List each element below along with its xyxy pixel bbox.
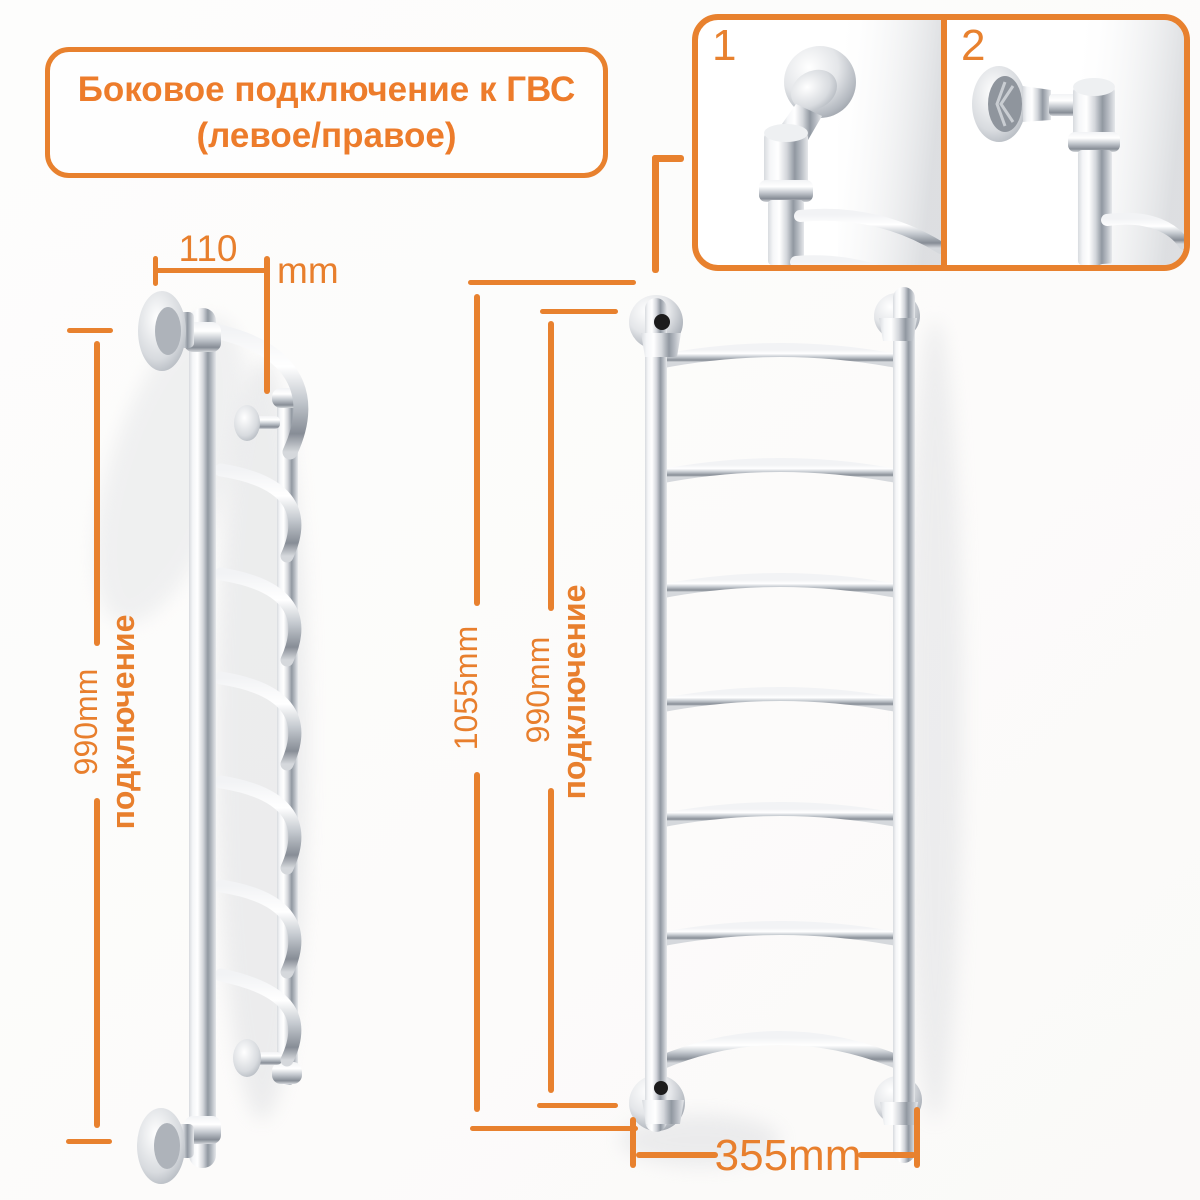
front-right-post xyxy=(893,287,915,1163)
front-rungs xyxy=(651,343,909,1070)
front-total-dim-tick-top xyxy=(468,280,636,285)
photo-2-label: 2 xyxy=(961,21,986,70)
front-width-dim-value: 355mm xyxy=(714,1131,862,1180)
rungs-icon xyxy=(790,208,941,265)
front-width-dim-tick-left xyxy=(630,1117,636,1168)
side-wall-cup-top xyxy=(138,291,194,371)
front-conn-dim-line-bottom xyxy=(548,788,554,1093)
front-width-dim-line-left xyxy=(636,1152,718,1158)
side-far-bracket-top xyxy=(234,405,280,441)
post-top-icon-2 xyxy=(1068,78,1120,265)
wall-cup-icon xyxy=(782,46,856,140)
front-collar-top-left xyxy=(641,333,681,357)
connection-hole-top-left xyxy=(654,314,670,330)
front-conn-dim-value: 990mm xyxy=(520,636,556,744)
connection-photo-2: 2 xyxy=(947,20,1184,265)
side-near-post xyxy=(189,308,216,1168)
inset-leader-horizontal xyxy=(652,155,684,162)
connection-hole-bottom-left xyxy=(654,1081,668,1095)
front-left-post xyxy=(645,298,667,1132)
side-rungs xyxy=(214,463,302,1067)
front-width-dim-tick-right xyxy=(914,1107,920,1168)
side-width-dim-unit: mm xyxy=(277,250,339,291)
towel-rail-side-view xyxy=(137,291,309,1184)
front-total-dim-value: 1055mm xyxy=(448,625,484,751)
front-total-dim-line-bottom xyxy=(474,772,480,1112)
side-wall-cup-bottom xyxy=(137,1108,194,1184)
front-conn-dim-tick-top xyxy=(540,309,618,314)
connection-photo-1: 1 xyxy=(698,20,941,265)
side-height-dim-line-bottom xyxy=(94,798,100,1128)
connection-photo-1-art xyxy=(759,20,941,265)
front-collar-bottom-right xyxy=(880,1102,918,1125)
side-width-dim-value: 110 xyxy=(178,228,238,269)
detail-panel: 1 xyxy=(692,14,1190,271)
side-width-dim-tick-left xyxy=(153,256,158,286)
wall-cup-side-icon xyxy=(972,66,1079,142)
side-height-dim-line-top xyxy=(94,341,100,646)
towel-rail-front-view xyxy=(629,287,922,1163)
connection-photo-2-art xyxy=(972,20,1184,265)
post-top-icon xyxy=(759,124,813,265)
front-collar-top-right xyxy=(879,318,917,341)
side-far-bracket-bottom xyxy=(233,1039,282,1077)
side-height-dim-tick-top xyxy=(67,328,113,333)
side-far-post-bottom-cap xyxy=(272,1062,302,1084)
front-width-dim-line-right xyxy=(858,1152,916,1158)
title-line-1: Боковое подключение к ГВС xyxy=(77,69,576,109)
front-total-dim-line-top xyxy=(474,294,480,606)
side-top-rail xyxy=(202,322,309,460)
inset-leader-vertical xyxy=(652,155,659,273)
front-total-dim-tick-bottom xyxy=(470,1126,638,1131)
title-line-2: (левое/правое) xyxy=(196,115,457,155)
title-box: Боковое подключение к ГВС (левое/правое) xyxy=(45,47,608,178)
side-height-dim-tick-bottom xyxy=(66,1139,112,1144)
front-collar-bottom-left xyxy=(642,1100,684,1124)
photo-divider xyxy=(941,20,947,265)
front-conn-dim-tick-bottom xyxy=(537,1103,618,1108)
front-conn-dim-line-top xyxy=(548,321,554,611)
side-width-dim-tick-right xyxy=(264,256,270,394)
side-height-dim-label: подключение xyxy=(105,614,141,830)
photo-1-label: 1 xyxy=(712,21,737,70)
front-conn-dim-label: подключение xyxy=(556,584,592,800)
side-height-dim-value: 990mm xyxy=(68,668,104,776)
rungs-icon-2 xyxy=(1099,212,1184,265)
side-width-dim-line xyxy=(155,268,267,273)
